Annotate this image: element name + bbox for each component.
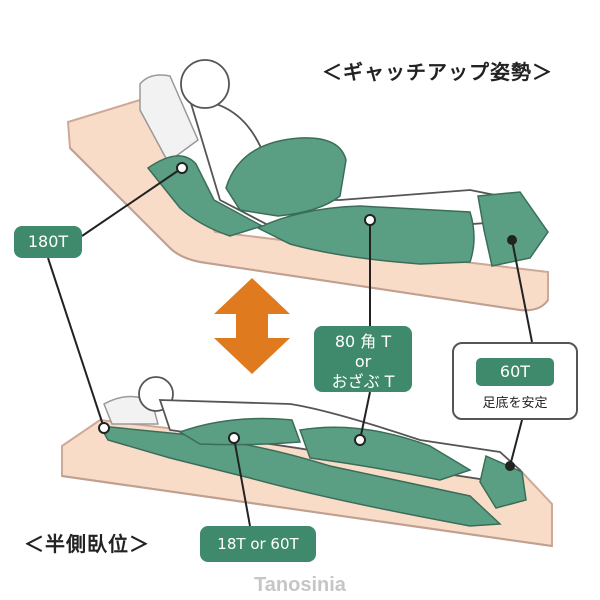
label-18t-or-60t: 18T or 60T — [200, 526, 316, 562]
leader-dots — [98, 162, 376, 446]
bottom-leg-cushion — [298, 426, 472, 481]
leader-dots-dark — [505, 235, 517, 471]
top-mattress-edge — [69, 147, 549, 312]
foot-support-description: 足底を安定 — [482, 396, 548, 411]
bottom-back-cushion — [178, 417, 302, 446]
label-80t-line1: 80 角 T — [334, 332, 392, 351]
top-pillow — [139, 74, 199, 164]
label-80t-line2: or — [354, 352, 372, 371]
bottom-foot-cushion — [479, 454, 527, 509]
top-person-head — [180, 59, 230, 109]
semi-lateral-title: ＜半側臥位＞ — [24, 532, 150, 556]
gatch-up-scene — [66, 59, 549, 312]
bottom-mattress-edge — [61, 475, 553, 547]
foot-support-callout: 60T 足底を安定 — [452, 342, 578, 420]
leader-lines — [47, 167, 533, 527]
label-60t: 60T — [476, 358, 554, 386]
semi-lateral-scene — [61, 376, 553, 548]
top-foot-cushion — [477, 191, 549, 267]
label-80t-line3: おざぶ T — [331, 372, 395, 391]
label-180t: 180T — [14, 226, 82, 258]
brand-watermark: Tanosinia — [254, 574, 346, 596]
gatch-up-title: ＜ギャッチアップ姿勢＞ — [322, 60, 553, 84]
transition-arrow — [214, 278, 290, 374]
label-80t-or-ozabu: 80 角 T or おざぶ T — [314, 326, 412, 392]
top-leg-cushion — [256, 205, 475, 265]
